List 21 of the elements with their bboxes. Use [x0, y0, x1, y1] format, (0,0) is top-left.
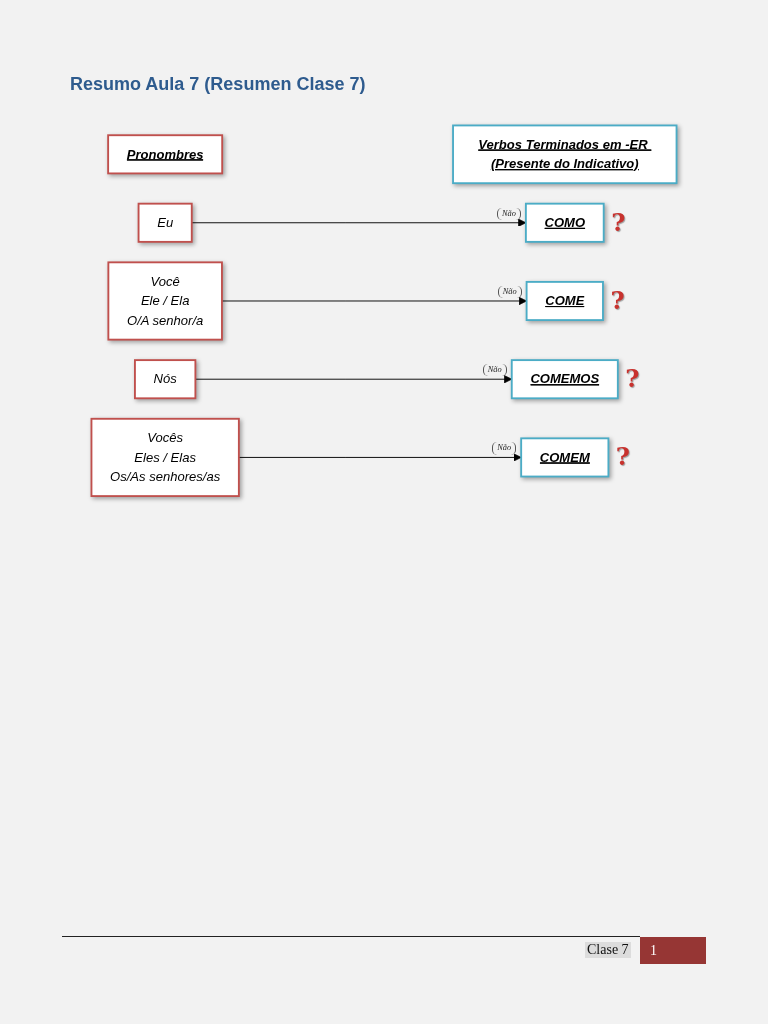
title: Resumo Aula 7 (Resumen Clase 7) [70, 74, 366, 95]
bracketed-note: Não [482, 364, 507, 377]
bracketed-note: Não [497, 285, 522, 299]
node-box: Nós [134, 359, 197, 400]
bracketed-note: Não [492, 442, 517, 455]
question-mark: ? [611, 210, 626, 235]
node-box: COMEM [520, 437, 610, 478]
bracketed-note: Não [496, 207, 521, 220]
question-mark: ? [610, 288, 625, 314]
question-mark: ? [615, 445, 631, 470]
node-box: Vocês Eles / Elas Os/As senhores/as [90, 417, 240, 497]
node-box: COMO [524, 202, 605, 243]
page-number: 1 [640, 937, 706, 964]
node-box: Verbos Terminados em -ER (Presente do Indicativo) [452, 124, 678, 185]
question-mark: ? [625, 367, 640, 392]
footer-text: Clase 7 [585, 942, 631, 958]
node-box: COMEMOS [510, 359, 619, 400]
node-box: Eu [137, 202, 193, 243]
node-box: Você Ele / Ela O/A senhor/a [107, 261, 223, 341]
node-box: Pronombres [107, 134, 224, 175]
node-box: COME [525, 280, 604, 321]
